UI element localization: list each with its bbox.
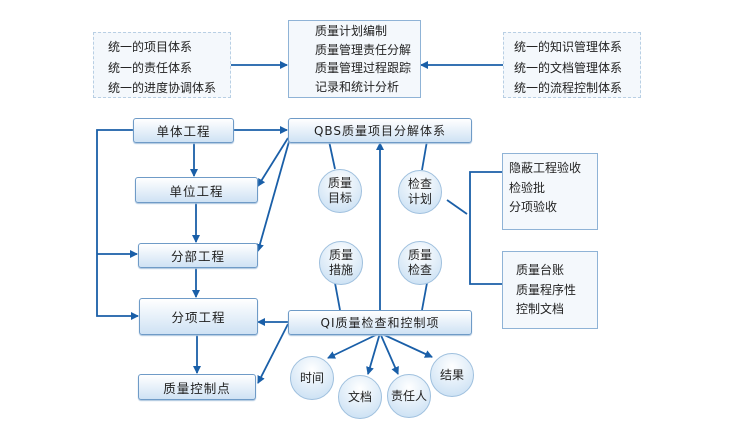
quality-plan-box: 质量计划编制 质量管理责任分解 质量管理过程跟踪 记录和统计分析 — [288, 20, 421, 98]
text-line: 质量 — [407, 248, 432, 262]
circle-result: 结果 — [430, 353, 474, 397]
circle-quality-goal: 质量目标 — [318, 169, 362, 213]
text-line: 统一的文档管理体系 — [514, 60, 623, 75]
text-line: 文档 — [347, 389, 372, 404]
node-qbs: QBS质量项目分解体系 — [288, 118, 472, 143]
text-line: 分项验收 — [509, 200, 558, 214]
text-line: 质量 — [328, 248, 353, 262]
node-dan-ti: 单体工程 — [133, 118, 234, 143]
text-line: 责任人 — [390, 388, 427, 403]
unified-systems-box: 统一的项目体系 统一的责任体系 统一的进度协调体系 — [93, 32, 231, 98]
circle-time: 时间 — [290, 356, 334, 400]
text-line: 检查 — [407, 177, 432, 191]
text-line: 计划 — [407, 192, 432, 206]
text-line: 统一的进度协调体系 — [108, 81, 217, 95]
node-control-point: 质量控制点 — [138, 374, 256, 400]
text-line: 质量管理责任分解 — [315, 42, 412, 57]
text-line: 质量程序性 — [516, 282, 577, 297]
text-line: 检查 — [407, 263, 432, 277]
text-line: 质量计划编制 — [315, 24, 388, 38]
text-line: 时间 — [299, 370, 324, 385]
text-line: 质量管理过程跟踪 — [315, 61, 412, 75]
node-fen-bu: 分部工程 — [138, 243, 258, 268]
circle-check-plan: 检查计划 — [398, 170, 442, 214]
text-line: 统一的责任体系 — [108, 60, 193, 75]
text-line: 统一的流程控制体系 — [514, 81, 623, 95]
node-qi: QI质量检查和控制项 — [288, 310, 472, 335]
circle-quality-measure: 质量措施 — [319, 241, 363, 285]
circle-document: 文档 — [338, 375, 382, 419]
text-line: 结果 — [439, 367, 464, 382]
text-line: 统一的项目体系 — [108, 40, 193, 54]
node-fen-xiang: 分项工程 — [139, 298, 258, 335]
text-line: 隐蔽工程验收 — [509, 161, 582, 175]
text-line: 检验批 — [509, 180, 546, 195]
text-line: 目标 — [327, 191, 352, 205]
text-line: 质量台账 — [516, 263, 565, 277]
text-line: 控制文档 — [516, 302, 565, 316]
text-line: 措施 — [328, 263, 353, 277]
text-line: 质量 — [327, 176, 352, 190]
text-line: 记录和统计分析 — [315, 79, 400, 94]
records-box: 质量台账 质量程序性 控制文档 — [502, 251, 598, 329]
acceptance-box: 隐蔽工程验收 检验批 分项验收 — [502, 153, 598, 230]
circle-owner: 责任人 — [387, 374, 431, 418]
node-dan-wei: 单位工程 — [135, 177, 258, 203]
unified-management-box: 统一的知识管理体系 统一的文档管理体系 统一的流程控制体系 — [503, 32, 641, 98]
circle-quality-check: 质量检查 — [398, 241, 442, 285]
text-line: 统一的知识管理体系 — [514, 40, 623, 54]
